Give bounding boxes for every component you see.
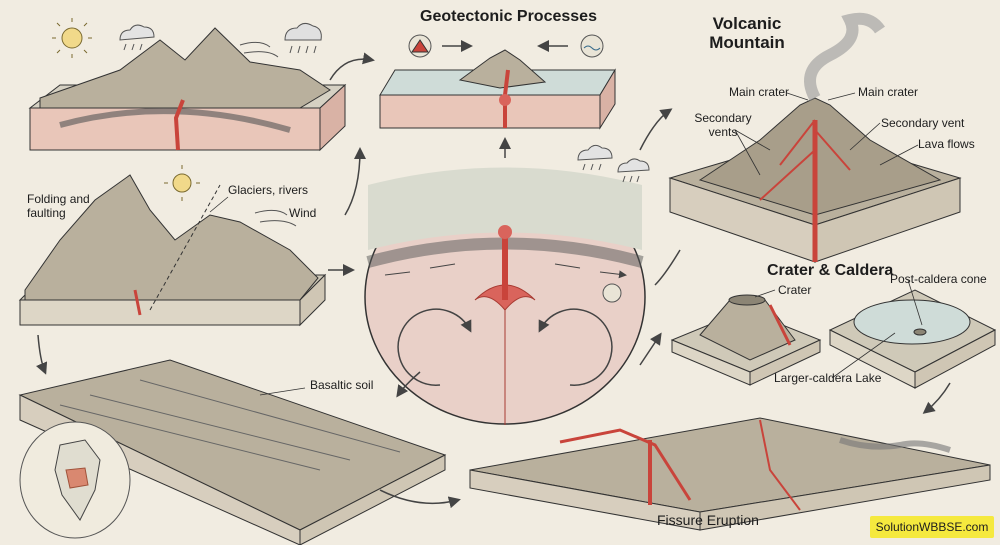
- process-arrows: [36, 52, 951, 509]
- folding-faulting-label: Folding and faulting: [27, 192, 90, 220]
- basaltic-soil-label: Basaltic soil: [310, 378, 374, 392]
- top-middle-geotectonic-block: [379, 49, 616, 130]
- wind-icon: [239, 41, 279, 58]
- sun-icon-2: [164, 165, 200, 201]
- leader-lines: [209, 92, 923, 396]
- watermark-badge: SolutionWBBSE.com: [870, 516, 994, 538]
- main-crater-label-left: Main crater: [729, 85, 790, 99]
- folding-faulting-block: [18, 174, 327, 327]
- mountain-icon: [408, 34, 432, 58]
- central-earth-section: [364, 167, 646, 425]
- crater-caldera-title: Crater & Caldera: [767, 262, 894, 279]
- secondary-vent-label: Secondary vent: [881, 116, 965, 130]
- fissure-eruption-block: [469, 417, 991, 531]
- volcanic-mountain-title: Volcanic Mountain: [709, 14, 785, 52]
- sun-icon: [52, 18, 92, 58]
- rain-cloud-icon-2: [284, 22, 322, 54]
- post-caldera-cone-label: Post-caldera cone: [890, 272, 987, 286]
- main-crater-label-right: Main crater: [858, 85, 919, 99]
- caldera-block: [828, 289, 997, 389]
- wind-icon-2: [254, 209, 297, 227]
- basaltic-plateau-block: [18, 359, 447, 545]
- wind-label: Wind: [289, 206, 317, 220]
- fissure-eruption-label: Fissure Eruption: [657, 512, 759, 528]
- sun-cloud-icon: [577, 144, 650, 183]
- rain-cloud-icon: [119, 24, 155, 51]
- crater-block: [670, 294, 822, 386]
- top-left-mountain-block: [28, 27, 347, 152]
- main-title: Geotectonic Processes: [420, 8, 597, 25]
- water-icon: [580, 34, 604, 58]
- secondary-vents-label: Secondary vents: [694, 111, 752, 139]
- crater-label: Crater: [778, 283, 812, 297]
- glaciers-rivers-label: Glaciers, rivers: [228, 183, 309, 197]
- larger-caldera-lake-label: Larger-caldera Lake: [774, 371, 882, 385]
- volcanic-mountain-block: [668, 12, 962, 263]
- lava-flows-label: Lava flows: [918, 137, 975, 151]
